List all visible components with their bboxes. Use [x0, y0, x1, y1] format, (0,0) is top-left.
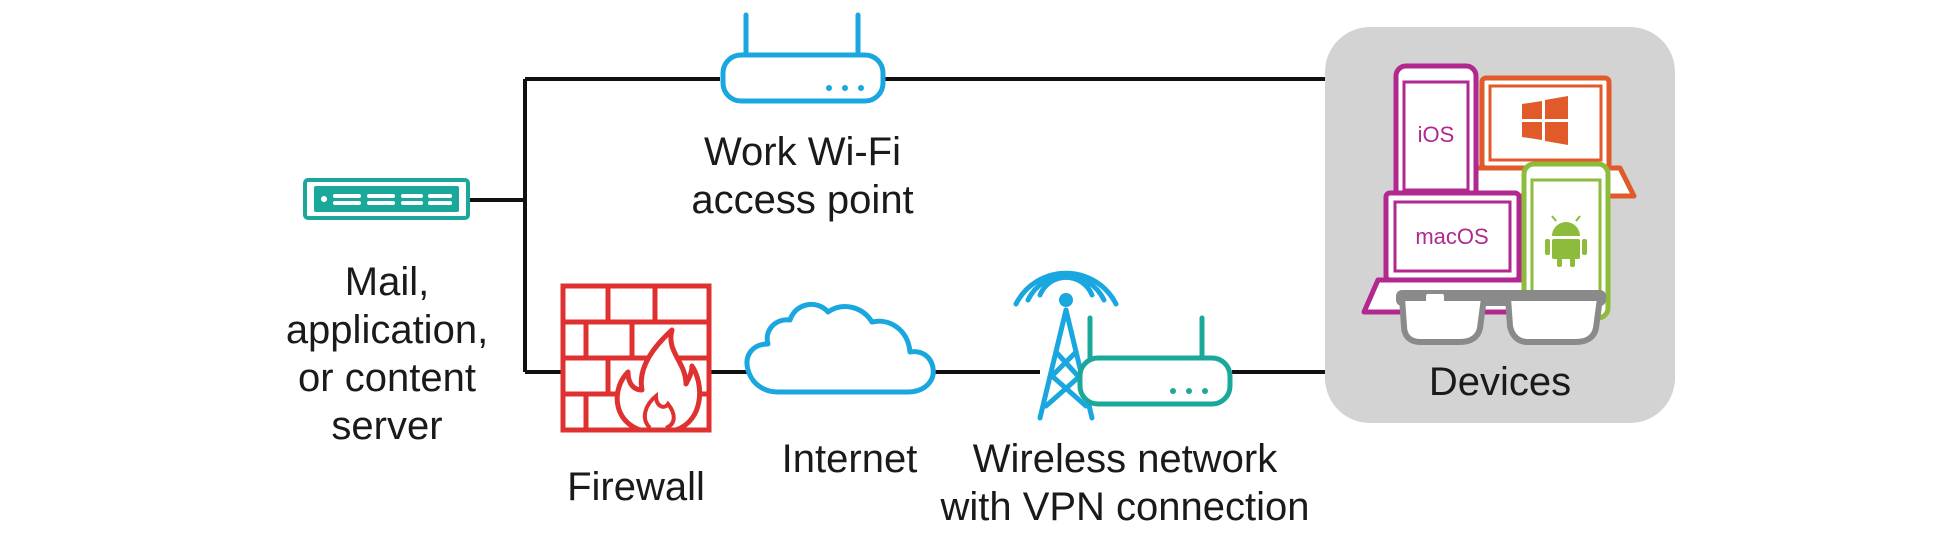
wireless-label: Wireless network with VPN connection [940, 437, 1310, 529]
devices-label: Devices [1428, 360, 1572, 404]
smart-glasses-icon [1396, 290, 1606, 345]
internet-label: Internet [781, 437, 918, 481]
server-icon [303, 178, 470, 220]
ios-label: iOS [1418, 122, 1455, 147]
cloud-icon [744, 302, 936, 395]
wifi-router-icon [720, 12, 886, 104]
firewall-label: Firewall [567, 465, 705, 509]
wifi-label: Work Wi-Fi access point [691, 130, 914, 222]
devices-cluster: iOS macOS [1361, 63, 1637, 345]
windows-logo-icon [1522, 96, 1568, 145]
ios-phone: iOS [1393, 63, 1479, 209]
android-icon [1545, 215, 1587, 267]
firewall-icon [560, 283, 712, 433]
server-label: Mail, application, or content server [285, 260, 489, 448]
macos-label: macOS [1415, 224, 1488, 249]
router-icon [1077, 315, 1233, 407]
android-phone [1521, 161, 1611, 321]
connection-lines [470, 77, 1325, 374]
